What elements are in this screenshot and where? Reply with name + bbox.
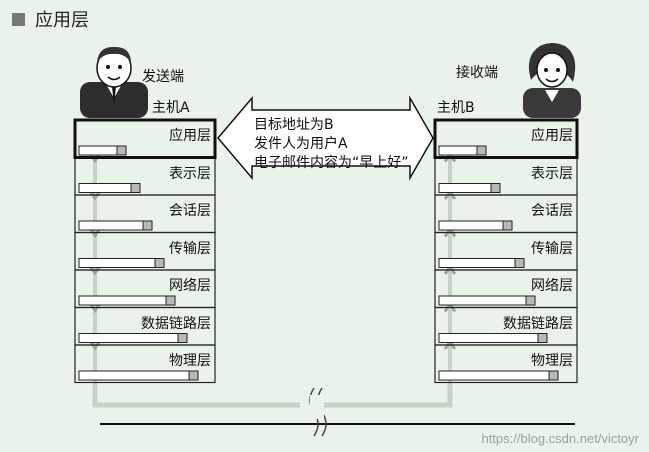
sender-packet-bar [78, 183, 132, 193]
sender-flow-chevron [88, 265, 102, 276]
sender-layer-label: 网络层 [169, 278, 211, 294]
sender-layer-label: 传输层 [169, 240, 211, 257]
title-square-icon [12, 12, 25, 26]
title-text: 应用层 [35, 10, 89, 31]
sender-layer-row [74, 344, 216, 384]
sender-layer-label: 应用层 [169, 128, 211, 144]
sender-flow-chevron [88, 152, 102, 164]
receiver-packet-bar [438, 333, 539, 343]
receiver-packet-header [514, 258, 525, 268]
link-break-gap [310, 395, 324, 419]
message-arrow [217, 95, 434, 181]
receiver-packet-header [476, 145, 487, 156]
sender-packet-bar [78, 295, 167, 306]
woman-icon [523, 43, 581, 118]
link-line-sender [92, 385, 300, 408]
sender-layer-label: 会话层 [169, 203, 211, 219]
receiver-application-highlight [433, 118, 579, 159]
woman-collar [545, 90, 559, 102]
sender-flow-chevron [88, 190, 102, 201]
receiver-packet-bar [438, 220, 504, 231]
receiver-packet-bar [438, 295, 527, 306]
receiver-layer-label: 数据链路层 [503, 315, 573, 332]
sender-layer-label: 表示层 [169, 165, 211, 182]
sender-packet-header [142, 220, 153, 231]
sender-packet-header [165, 295, 176, 306]
sender-flow-chevron [88, 340, 102, 351]
sender-packet-header [177, 333, 188, 343]
woman-mouth [545, 78, 559, 83]
link-line-receiver [322, 385, 453, 408]
message-line-1: 目标地址为B [254, 117, 334, 133]
receiver-layer-label: 应用层 [531, 128, 573, 144]
woman-face [536, 52, 568, 88]
sender-flow-chevron [88, 302, 102, 314]
man-icon [80, 46, 148, 118]
man-eye [106, 65, 110, 69]
woman-eye [544, 68, 548, 72]
receiver-packet-header [537, 333, 548, 343]
receiver-packet-bar [438, 370, 550, 381]
sender-packet-bar [78, 220, 144, 231]
receiver-packet-bar [438, 258, 516, 268]
receiver-host-label: 主机B [437, 100, 475, 116]
receiver-layer-label: 表示层 [531, 165, 573, 182]
man-hair [97, 46, 131, 62]
receiver-layer-row [434, 344, 578, 384]
sender-stack [73, 118, 217, 386]
sender-application-highlight [73, 118, 217, 159]
section-title: 应用层 [12, 6, 89, 32]
sender-flow-chevron [88, 227, 102, 239]
watermark: https://blog.csdn.net/victoyr [481, 431, 639, 446]
receiver-packet-header [490, 183, 501, 193]
sender-layer-label: 物理层 [169, 353, 211, 369]
receiver-layer-label: 网络层 [531, 278, 573, 294]
receiver-packet-header [502, 220, 513, 231]
receiver-caption: 接收端 [456, 65, 498, 81]
sender-layer-label: 数据链路层 [141, 315, 211, 332]
woman-eye [556, 68, 560, 72]
sender-packet-header [130, 183, 141, 193]
man-eye [118, 65, 122, 69]
man-mouth [107, 76, 121, 81]
woman-suit [523, 88, 581, 118]
receiver-layer-label: 会话层 [531, 203, 573, 219]
receiver-packet-header [525, 295, 536, 306]
message-line-3: 电子邮件内容为“早上好” [254, 155, 409, 171]
sender-packet-header [116, 145, 127, 156]
sender-packet-bar [78, 258, 156, 268]
woman-fringe [537, 56, 567, 62]
sender-packet-bar [78, 333, 179, 343]
sender-host-label: 主机A [152, 100, 190, 116]
receiver-layer-label: 物理层 [531, 353, 573, 369]
sender-packet-header [154, 258, 165, 268]
sender-packet-bar [78, 370, 190, 381]
receiver-packet-header [548, 370, 559, 381]
receiver-packet-bar [438, 183, 492, 193]
message-line-2: 发件人为用户A [254, 136, 348, 152]
sender-caption: 发送端 [142, 69, 184, 85]
receiver-layer-label: 传输层 [531, 240, 573, 257]
receiver-stack [433, 118, 579, 386]
receiver-packet-bar [438, 145, 478, 156]
man-tie [112, 86, 116, 106]
sender-packet-bar [78, 145, 118, 156]
sender-packet-header [188, 370, 199, 381]
